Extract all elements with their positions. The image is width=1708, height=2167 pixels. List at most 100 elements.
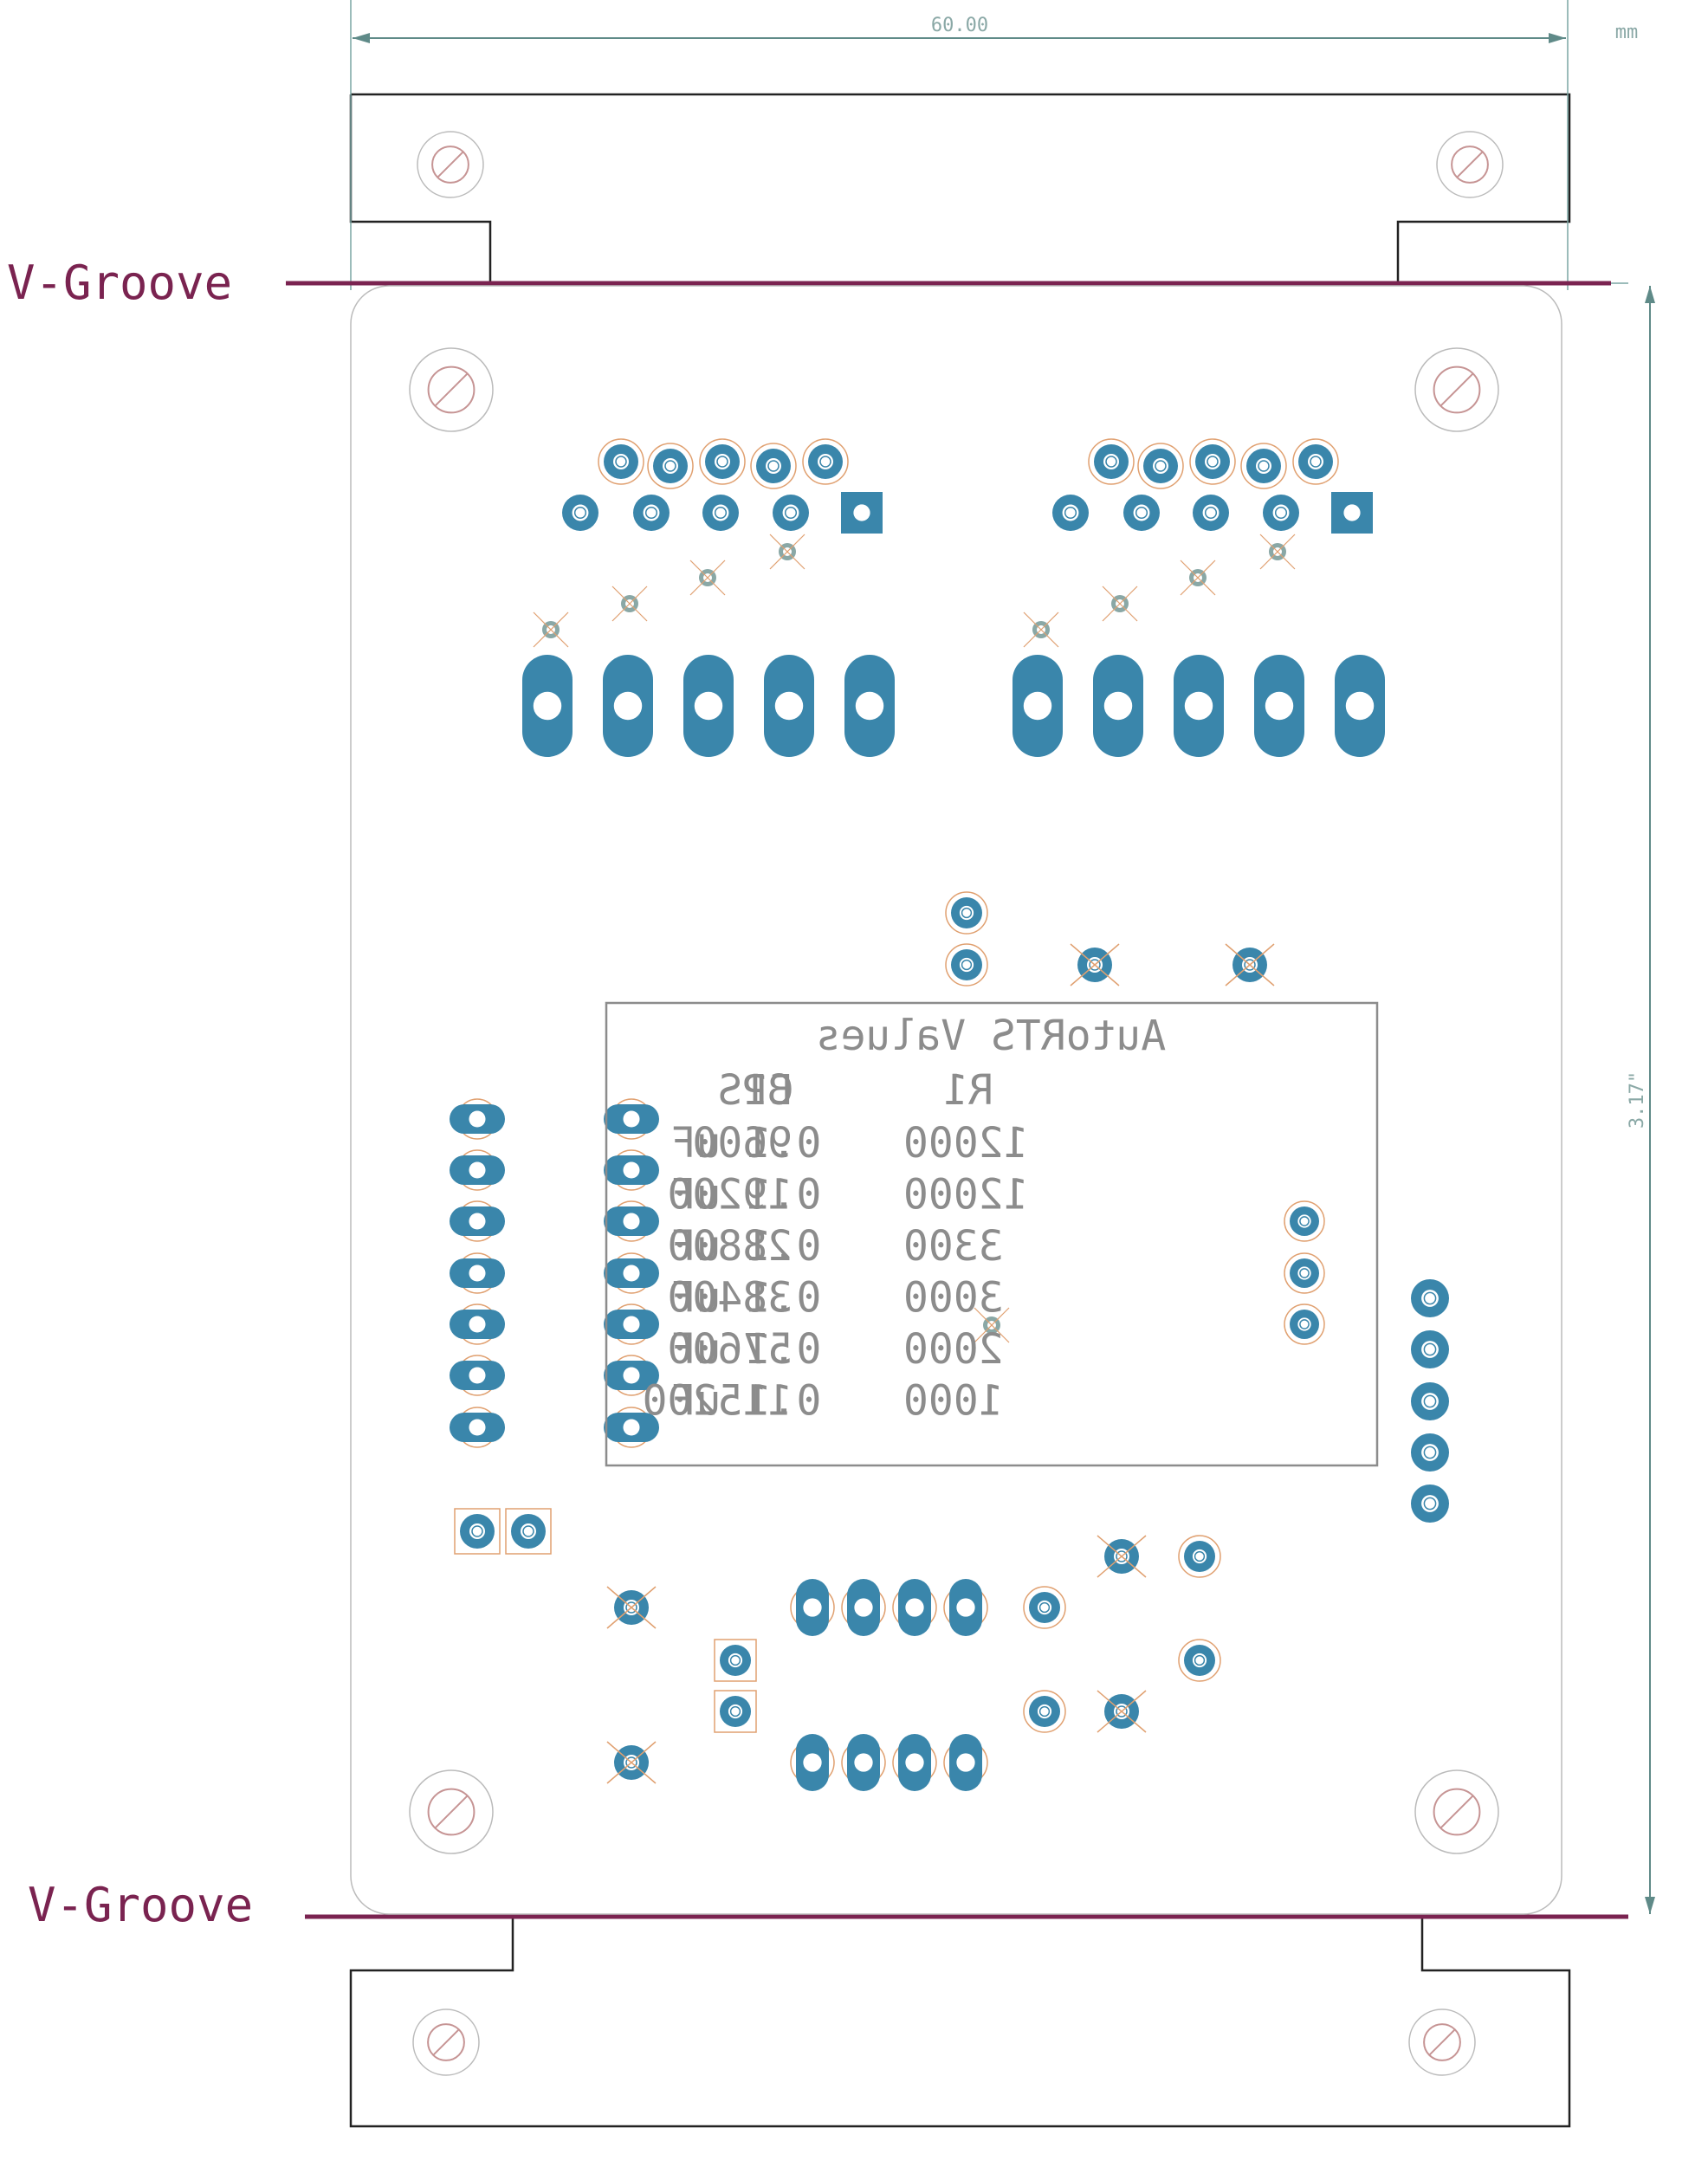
terminal-pad [683,655,734,757]
header-pin [604,1098,659,1140]
ic-pin [790,1579,835,1636]
via [974,1307,1010,1343]
connector-pin [702,495,739,531]
terminal-pad [844,655,895,757]
connector-pin [647,443,694,489]
round-pad [1097,1535,1147,1578]
connector-pin-1 [841,492,883,534]
v-groove-top: V-Groove [7,256,1611,310]
terminal-pad [1174,655,1224,757]
via [1180,560,1216,596]
header-r1: R1 [943,1066,993,1115]
round-pad [606,1741,657,1784]
pads-layer [450,438,1449,1791]
terminal-pad [1335,655,1385,757]
header-pin [604,1407,659,1448]
ic-pin [943,1579,988,1636]
header-pin [450,1407,505,1448]
connector-pin [1263,495,1299,531]
round-pad [1070,943,1120,986]
mounting-hole [409,1769,494,1854]
cell-r1: 1000 [903,1377,1004,1426]
bottom-panel-rail [349,1914,1571,2128]
connector-pin [562,495,598,531]
header-pin [1411,1485,1449,1523]
round-pad [1225,943,1275,986]
header-pin [450,1149,505,1191]
round-pad [505,1508,552,1555]
mounting-hole [1436,131,1504,198]
round-pad [1178,1535,1221,1578]
via [1023,611,1059,648]
values-table-title: AutoRTS Values [816,1012,1167,1060]
terminal-pad [764,655,814,757]
round-pad [1178,1639,1221,1682]
values-table-frame [605,1001,1379,1467]
terminal-pad [522,655,573,757]
round-pad [1023,1690,1066,1733]
header-pin [604,1200,659,1242]
terminal-pad [1013,655,1063,757]
unit-label: mm [1615,22,1639,43]
mounting-hole [412,2009,480,2076]
connector-pin [1137,443,1184,489]
round-pad [1284,1252,1325,1294]
cell-c1: 0.1 uF [671,1171,821,1219]
connector-pin [773,495,809,531]
connector-pin [1292,438,1339,485]
ic-pin [892,1579,937,1636]
header-bps: BPS [717,1066,793,1115]
cell-c1: 0.1 uF [671,1377,821,1426]
header-pin [1411,1330,1449,1368]
connector-pin-1 [1331,492,1373,534]
via [689,560,726,596]
cell-bps: 38400 [668,1274,793,1323]
cell-c1: 0.1 uF [671,1222,821,1271]
via [769,534,805,570]
height-dimension-label: 3.17" [1627,1071,1648,1129]
header-pin [604,1149,659,1191]
cell-c1: 0.1 uF [671,1325,821,1374]
header-pin [450,1098,505,1140]
via [611,585,648,622]
header-pin [1411,1433,1449,1472]
connector-pin [1189,438,1236,485]
ic-pin [841,1579,886,1636]
connector-pin [750,443,797,489]
v-groove-bottom: V-Groove [28,1878,1628,1932]
round-pad [945,891,988,935]
cell-c1: 0.1 uF [671,1119,821,1168]
via [1259,534,1296,570]
top-panel-rail [349,93,1571,284]
connector-pin [1193,495,1229,531]
header-pin [450,1355,505,1396]
cell-c1: 0.1 uF [671,1274,821,1323]
height-dimension: 3.17" [1559,282,1655,1918]
header-pin [604,1355,659,1396]
terminal-pad [1093,655,1143,757]
round-pad [1284,1303,1325,1345]
cell-r1: 3300 [903,1222,1004,1271]
connector-pin [699,438,746,485]
round-pad [1097,1690,1147,1733]
header-c1: C1 [744,1066,794,1115]
cell-bps: 57600 [668,1325,793,1374]
round-pad [714,1639,757,1682]
header-pin [450,1252,505,1294]
ic-pin [841,1734,886,1791]
round-pad [1023,1586,1066,1629]
ic-pin [943,1734,988,1791]
mounting-hole [417,131,484,198]
mounting-hole [409,347,494,432]
ic-pin [892,1734,937,1791]
mounting-hole [1414,347,1499,432]
v-groove-bottom-label: V-Groove [28,1878,253,1932]
cell-bps: 115200 [643,1377,793,1426]
